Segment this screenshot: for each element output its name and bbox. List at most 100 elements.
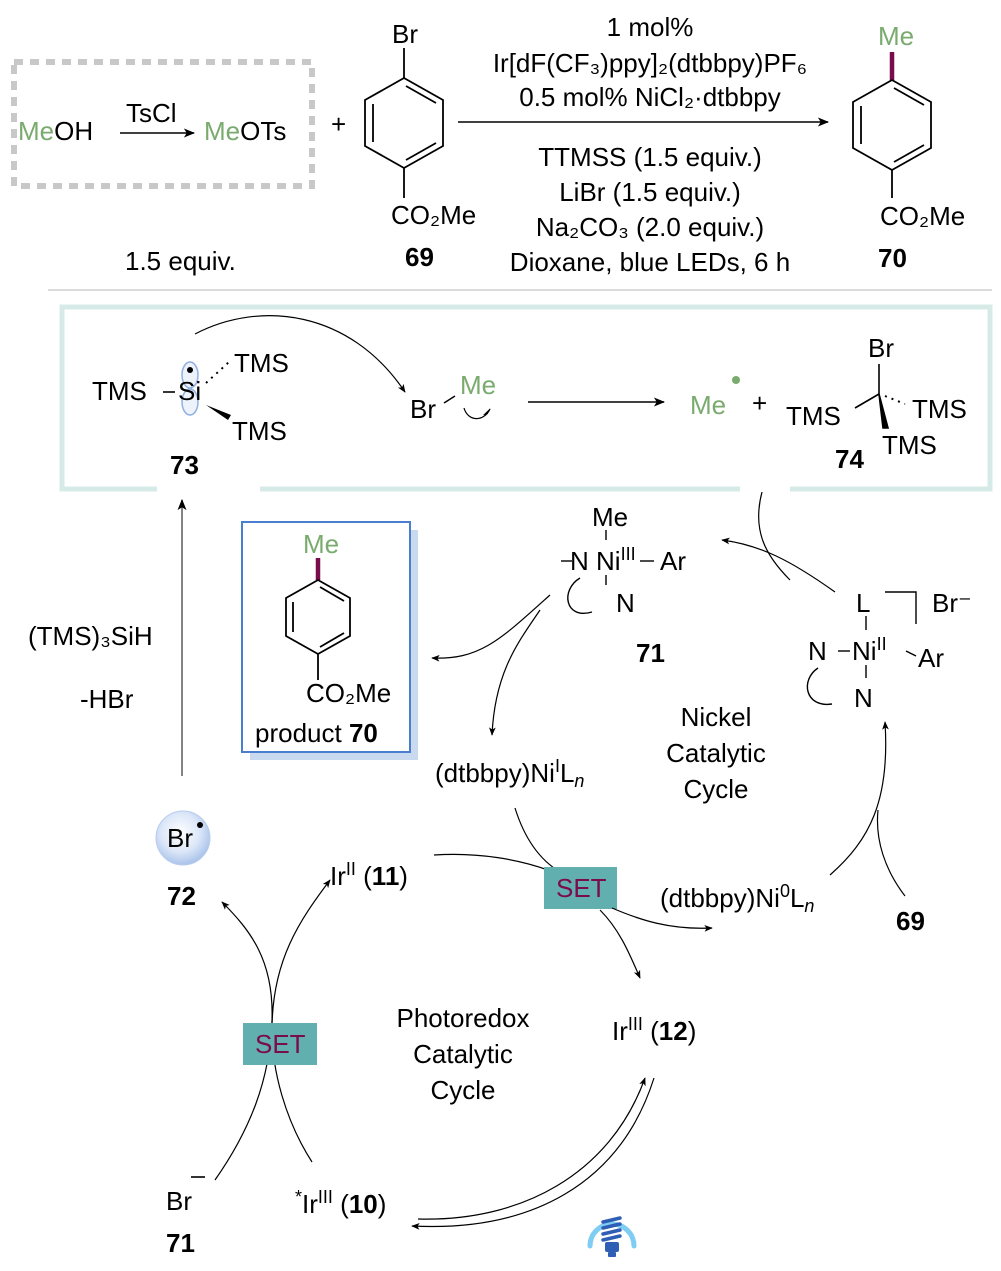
- compound-label-71: 71: [166, 1228, 195, 1258]
- photoredox-cycle-label: Photoredox Catalytic Cycle: [397, 1003, 530, 1105]
- compound-label-73: 73: [170, 450, 199, 480]
- product-box-caption: product 70: [255, 718, 378, 748]
- methyl-radical-capture-arc: [758, 491, 791, 581]
- methyl-bromide-br: Br: [410, 394, 436, 424]
- plus-sign: +: [331, 109, 346, 139]
- plus-sign-2: +: [752, 388, 767, 418]
- ni3-center: NiIII: [596, 544, 636, 576]
- ni3-methyl: Me: [592, 502, 628, 532]
- br-radical-text: Br: [167, 823, 193, 853]
- svg-text:Cycle: Cycle: [683, 774, 748, 804]
- ni3-n-bottom: N: [616, 588, 635, 618]
- oxidative-addition-arrow: [829, 721, 889, 876]
- product-box: [241, 521, 418, 760]
- ni2-aryl: Ar: [918, 643, 944, 673]
- ni2-center: NiII: [852, 634, 887, 666]
- compound-label-71-ni: 71: [636, 638, 665, 668]
- condition-base: Na₂CO₃ (2.0 equiv.): [536, 212, 764, 242]
- product-ester: CO₂Me: [880, 201, 965, 231]
- methyl-radical-dot-icon: [732, 376, 740, 384]
- svg-text:Nickel: Nickel: [681, 702, 752, 732]
- compound-label-72: 72: [167, 881, 196, 911]
- svg-text:Photoredox: Photoredox: [397, 1003, 530, 1033]
- product-box-ester: CO₂Me: [306, 678, 391, 708]
- aryl-bromide-join-arc: [876, 809, 906, 897]
- br-radical-dot-icon: [197, 822, 203, 828]
- ir2-species: IrII (11): [330, 859, 408, 891]
- methanol: MeOH: [18, 116, 93, 146]
- condition-ttmss: TTMSS (1.5 equiv.): [538, 142, 761, 172]
- ir3-species: IrIII (12): [612, 1014, 696, 1046]
- methyl-tosylate: MeOTs: [204, 116, 286, 146]
- ni0-species: (dtbbpy)Ni0Ln: [660, 881, 814, 916]
- equiv-label: 1.5 equiv.: [125, 246, 236, 276]
- catalyst-loading: 1 mol%: [607, 12, 694, 42]
- ni3-bonds: [561, 530, 654, 615]
- svg-text:Catalytic: Catalytic: [413, 1039, 513, 1069]
- methyl-radical: Me: [690, 390, 726, 420]
- bond-cleavage-arrow: [463, 407, 491, 420]
- excited-ir-to-ir2-arrow: [271, 879, 331, 1163]
- to-ir3-arrow: [599, 909, 641, 979]
- bromosilane-tms-bottom: TMS: [882, 430, 937, 460]
- reductive-elimination-prep-arrow: [721, 537, 836, 593]
- ir2-to-set-line: [433, 853, 549, 871]
- radical-attack-arrow: [194, 315, 406, 393]
- set-box-lower: SET: [243, 1023, 317, 1065]
- relaxation-arrow: [417, 1077, 646, 1220]
- to-ni1-arrow: [488, 609, 541, 736]
- tscl-reagent: TsCl: [126, 98, 177, 128]
- to-ni0-arrow: [611, 907, 713, 932]
- ni1-species: (dtbbpy)NiILn: [435, 756, 584, 791]
- radical-dot-icon: [187, 367, 193, 373]
- compound-label-69-cycle: 69: [896, 906, 925, 936]
- svg-text:Catalytic: Catalytic: [666, 738, 766, 768]
- ni2-ligand: L: [856, 588, 870, 618]
- ni2-n-left: N: [808, 636, 827, 666]
- tris-tms-bromide-74: [854, 364, 906, 429]
- excited-ir3-species: *IrIII (10): [295, 1187, 386, 1219]
- ni3-aryl: Ar: [660, 546, 686, 576]
- product-methyl: Me: [878, 21, 914, 51]
- condition-solvent: Dioxane, blue LEDs, 6 h: [510, 247, 790, 277]
- methyl-bromide-me: Me: [460, 370, 496, 400]
- substrate-ester: CO₂Me: [391, 200, 476, 230]
- ni3-n-left: N: [570, 546, 589, 576]
- nickel-catalyst: 0.5 mol% NiCl₂·dtbbpy: [519, 82, 781, 112]
- svg-text:Cycle: Cycle: [430, 1075, 495, 1105]
- nickel-cycle-label: Nickel Catalytic Cycle: [666, 702, 766, 804]
- silane-reagent: (TMS)₃SiH: [28, 621, 153, 651]
- svg-text:SET: SET: [556, 873, 607, 903]
- silicon-atom: Si: [178, 376, 201, 406]
- silyl-radical-73: [163, 361, 231, 420]
- substrate-69-structure: [364, 48, 444, 198]
- hbr-byproduct: -HBr: [80, 684, 134, 714]
- ni2-bonds: [806, 591, 917, 705]
- bromosilane-tms-left: TMS: [786, 401, 841, 431]
- excitation-arrow: [411, 1077, 655, 1230]
- bromide-ion: Br: [166, 1186, 192, 1216]
- silyl-tms-lower: TMS: [232, 416, 287, 446]
- ni2-n-bottom: N: [854, 683, 873, 713]
- product-box-methyl: Me: [303, 529, 339, 559]
- lightbulb-icon: [587, 1216, 637, 1257]
- compound-label-70: 70: [878, 243, 907, 273]
- bromide-counterion: Br⁻: [932, 588, 972, 618]
- photocatalyst: Ir[dF(CF₃)ppy]₂(dtbbpy)PF₆: [493, 48, 807, 78]
- bromosilane-br: Br: [868, 333, 894, 363]
- set-box-upper: SET: [544, 867, 617, 909]
- product-release-arrow: [431, 594, 551, 662]
- compound-label-69: 69: [405, 242, 434, 272]
- conditions-above: 1 mol% Ir[dF(CF₃)ppy]₂(dtbbpy)PF₆ 0.5 mo…: [493, 12, 807, 112]
- halogen-abstraction-box: [59, 304, 993, 492]
- pre-step-box: [11, 59, 315, 189]
- silyl-tms-left: TMS: [92, 376, 147, 406]
- conditions-below: TTMSS (1.5 equiv.) LiBr (1.5 equiv.) Na₂…: [510, 142, 790, 277]
- condition-libr: LiBr (1.5 equiv.): [559, 177, 741, 207]
- compound-label-74: 74: [835, 444, 864, 474]
- substrate-br: Br: [392, 19, 418, 49]
- product-70-structure: [852, 52, 932, 198]
- silyl-tms-upper: TMS: [234, 348, 289, 378]
- bromine-radical-72: [155, 810, 211, 866]
